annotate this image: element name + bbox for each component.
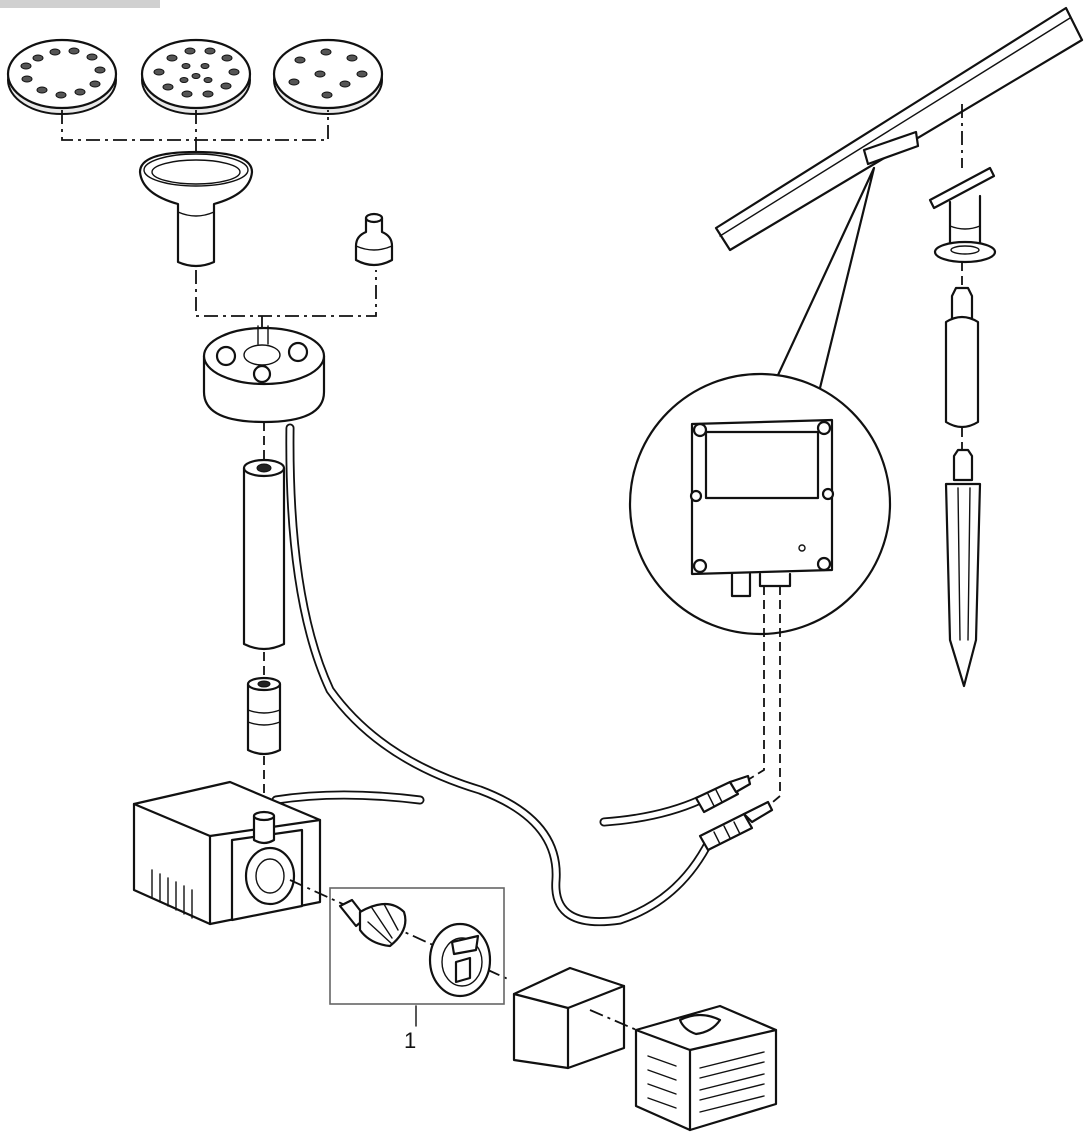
impeller-group-frame: [329, 887, 505, 1005]
cap-leader-line: [195, 270, 377, 317]
filter-cage: [634, 1004, 778, 1132]
solar-panel: [714, 6, 1084, 252]
nozzle-disc-double-ring: [140, 38, 252, 115]
pump-hose: [271, 423, 715, 927]
connector-plug-b: [698, 800, 774, 852]
pump-housing: [132, 780, 322, 926]
nozzle-holder: [138, 150, 254, 268]
corner-tab: [0, 0, 160, 8]
disc-leader-line: [61, 110, 329, 141]
control-box: [689, 418, 835, 598]
mounting-rod: [944, 286, 980, 429]
impeller-group: 1: [329, 887, 505, 1053]
callout-label-1: 1: [404, 1028, 416, 1053]
ground-spike: [944, 448, 982, 688]
impeller: [338, 898, 407, 948]
riser-tube: [242, 458, 286, 651]
magnifier-lines: [770, 166, 876, 390]
cable-dash-b: [767, 586, 781, 807]
filter-sponge: [512, 966, 626, 1070]
nozzle-disc-sparse: [272, 38, 384, 115]
fountain-distributor: [202, 325, 326, 424]
tube-adapter: [246, 676, 282, 756]
nozzle-cap: [354, 212, 394, 267]
connector-plug-a: [599, 774, 752, 827]
panel-bracket: [928, 166, 997, 264]
nozzle-disc-ring: [6, 38, 118, 115]
impeller-cover: [428, 922, 492, 998]
